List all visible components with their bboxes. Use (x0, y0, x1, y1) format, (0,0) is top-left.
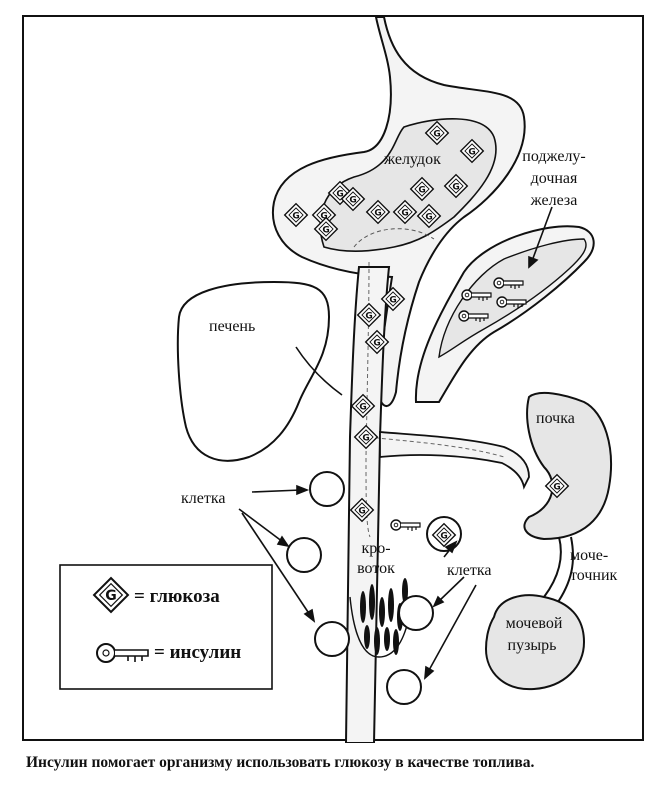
glucose-insulin-diagram: G (59, 17, 618, 743)
bladder (484, 594, 586, 691)
liver (176, 280, 343, 462)
legend: G = глюкоза = инсулин (59, 564, 273, 690)
arrows (238, 206, 553, 680)
legend-insulin-text: = инсулин (154, 642, 241, 663)
figure-caption: Инсулин помогает организму использовать … (26, 754, 535, 771)
kidney (523, 391, 613, 541)
ureter (543, 536, 574, 606)
bladder-label-2: пузырь (508, 637, 557, 654)
ureter-label-2: точник (570, 567, 618, 584)
cell-4 (398, 595, 434, 631)
bloodstream-label-2: воток (357, 560, 395, 577)
legend-glucose-icon: G (92, 576, 130, 614)
pancreas-label-2: дочная (531, 170, 578, 187)
legend-key-icon (96, 643, 149, 663)
stomach-label: желудок (383, 151, 441, 168)
cell-2 (286, 537, 322, 573)
cell-label-left: клетка (181, 490, 225, 507)
diagram-frame: G (22, 15, 644, 743)
pancreas-label-1: поджелу- (522, 148, 586, 165)
legend-glucose-text: = глюкоза (134, 586, 220, 607)
cell-label-right: клетка (447, 562, 491, 579)
cell-1 (309, 471, 345, 507)
legend-glucose-symbol: G (105, 588, 117, 604)
bloodstream-label-1: кро- (361, 540, 390, 557)
pancreas (414, 225, 595, 403)
pancreas-label-3: железа (530, 192, 578, 209)
ureter-label-1: моче- (570, 547, 608, 564)
kidney-label: почка (536, 410, 575, 427)
blood-cells (360, 578, 408, 655)
cells (286, 471, 462, 705)
cell-5 (386, 669, 422, 705)
cell-3 (314, 621, 350, 657)
liver-label: печень (209, 318, 255, 335)
bladder-label-1: мочевой (506, 615, 563, 632)
